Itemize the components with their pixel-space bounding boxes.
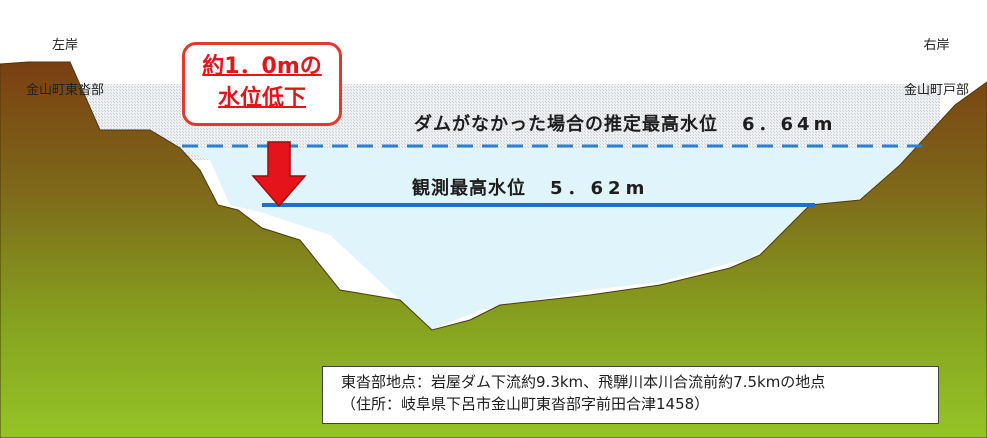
estimated-level-value: 6．64m xyxy=(742,114,837,135)
observed-level-value: 5．62m xyxy=(550,178,650,199)
location-info-box: 東沓部地点：岩屋ダム下流約9.3km、飛騨川本川合流前約7.5kmの地点 （住所… xyxy=(322,366,939,424)
ground-profile xyxy=(0,61,987,438)
right-bank-side: 右岸 xyxy=(923,38,950,53)
left-bank-side: 左岸 xyxy=(52,38,79,53)
estimated-level-caption: ダムがなかった場合の推定最高水位 xyxy=(414,114,718,135)
observed-level-label: 観測最高水位 5．62m xyxy=(412,174,649,200)
water-drop-callout: 約1．0mの 水位低下 xyxy=(182,42,342,126)
estimated-level-label: ダムがなかった場合の推定最高水位 6．64m xyxy=(414,110,836,136)
callout-line-2: 水位低下 xyxy=(217,86,306,111)
location-info-line-1: 東沓部地点：岩屋ダム下流約9.3km、飛騨川本川合流前約7.5kmの地点 xyxy=(341,373,826,391)
right-bank-label: 右岸 金山町戸部 xyxy=(904,8,969,113)
location-info-line-2: （住所：岐阜県下呂市金山町東沓部字前田合津1458） xyxy=(341,395,710,413)
water-drop-arrow xyxy=(251,141,307,208)
left-bank-place: 金山町東沓部 xyxy=(26,83,105,98)
observed-water xyxy=(178,148,930,330)
right-bank-place: 金山町戸部 xyxy=(903,83,969,98)
callout-line-1: 約1．0mの xyxy=(202,54,322,79)
left-bank-label: 左岸 金山町東沓部 xyxy=(26,8,104,113)
observed-level-caption: 観測最高水位 xyxy=(412,178,526,199)
